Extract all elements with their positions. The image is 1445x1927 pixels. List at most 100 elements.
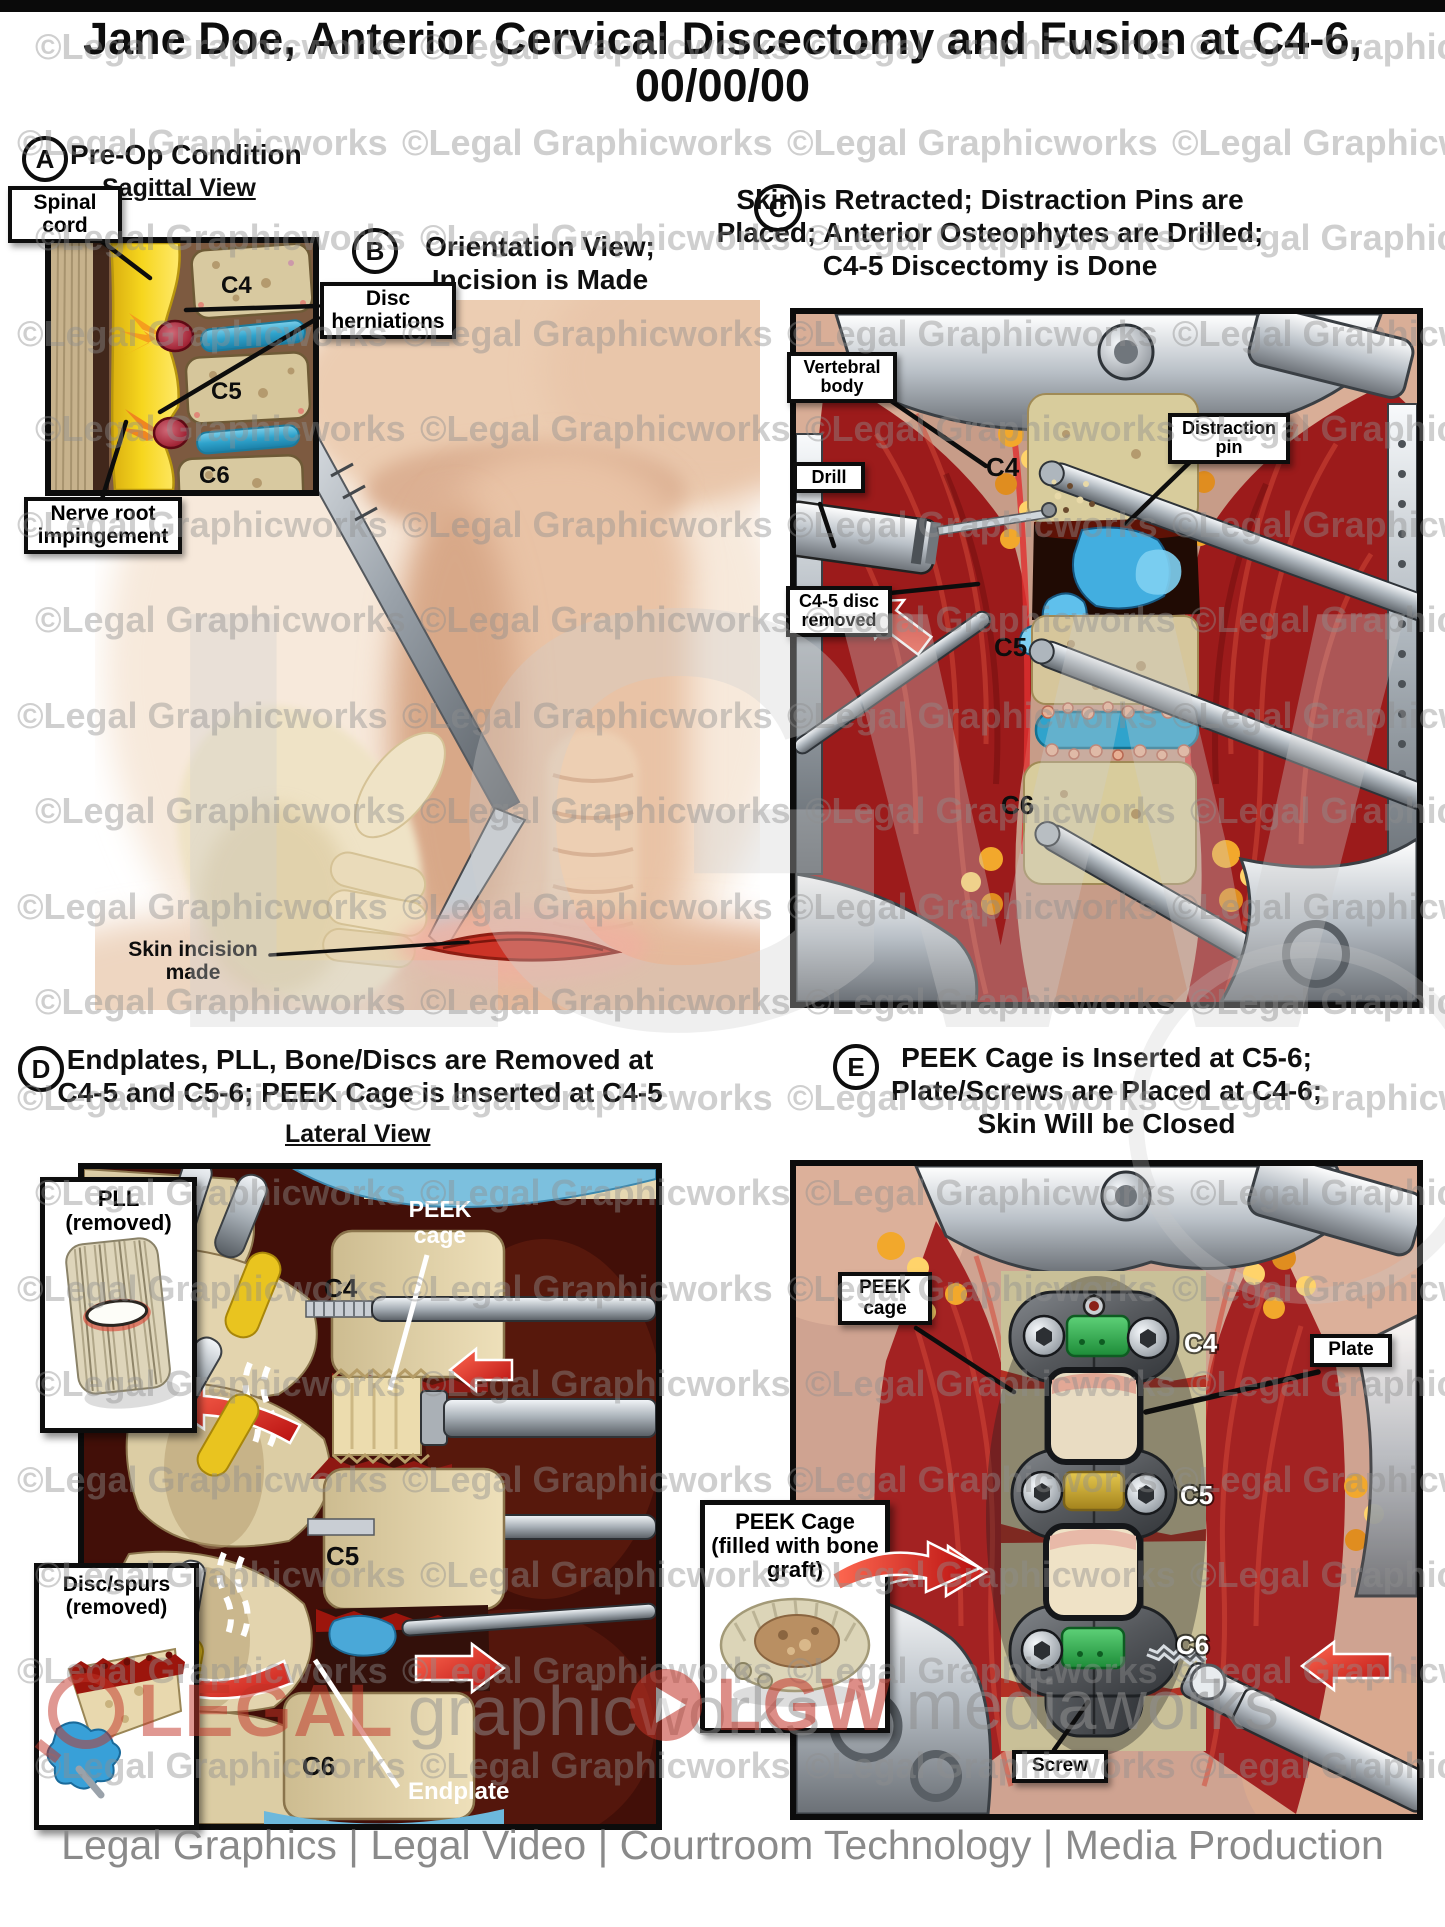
cage-marker-gold: [1062, 1470, 1126, 1512]
red-arrow-screw: [1299, 1639, 1392, 1693]
callout-nerve-root-impingement: Nerve root impingement: [24, 497, 182, 555]
page-title: Jane Doe, Anterior Cervical Discectomy a…: [0, 13, 1445, 111]
titanium-plate: [986, 1276, 1206, 1756]
panel-d-title-line1: Endplates, PLL, Bone/Discs are Removed a…: [66, 1044, 654, 1075]
panel-c-title: Skin is Retracted; Distraction Pins are …: [680, 184, 1300, 282]
callout-distraction-pin: Distraction pin: [1168, 413, 1290, 464]
panel-a-title: Pre-Op Condition: [70, 139, 302, 170]
footer-services-line: Legal Graphics | Legal Video | Courtroom…: [61, 1822, 1384, 1868]
panel-e-letter: E: [847, 1051, 865, 1082]
label-c4: C4: [986, 452, 1020, 482]
retractor-ring: [1282, 920, 1350, 988]
panel-c-letter: C: [768, 192, 788, 223]
peek-cage: [332, 1368, 430, 1464]
inset-peek-cage-filled: PEEK Cage (filled with bone graft): [700, 1500, 890, 1733]
peek-cage-leader: [387, 1254, 430, 1391]
dashed-pll-outline: [216, 1361, 278, 1641]
c6-vertebra: [177, 454, 305, 490]
pll-flap-art: [65, 1237, 181, 1410]
label-skin-incision-made: Skin incision made: [128, 938, 258, 985]
suction-tool: [796, 610, 991, 755]
callout-spinal-cord: Spinal cord: [8, 186, 122, 244]
c4-screw: [305, 1296, 656, 1322]
label-c4: C4: [1184, 1328, 1218, 1358]
retractor-blade-right: [1387, 403, 1417, 925]
callout-peek-cage: PEEK cage: [838, 1272, 932, 1326]
c4-5-cavity: [1018, 518, 1200, 657]
c5-6-herniation: [152, 416, 190, 450]
label-endplate: Endplate: [408, 1778, 509, 1805]
red-arrow-insert: [448, 1346, 514, 1394]
panel-b-title: Orientation View; Incision is Made: [400, 231, 680, 297]
callout-drill: Drill: [793, 462, 865, 494]
plate-screws: [1020, 1314, 1170, 1672]
panel-a-subtitle: Sagittal View: [102, 174, 256, 202]
c4-5-herniation: [155, 319, 195, 353]
inset-disc-spurs-removed: Disc/spurs (removed): [34, 1563, 199, 1830]
label-c5: C5: [994, 632, 1027, 662]
inset-pll-removed: PLL (removed): [40, 1177, 197, 1433]
label-c5: C5: [211, 378, 242, 405]
panel-b-letter: B: [365, 235, 385, 266]
label-c6: C6: [1001, 790, 1034, 820]
panel-a-letter: A: [35, 143, 55, 174]
callout-disc-removed: C4-5 disc removed: [786, 586, 892, 637]
retractor-bottom-left: [796, 872, 979, 1002]
red-arrow-right: [414, 1641, 507, 1695]
page-title-line2: 00/00/00: [634, 59, 811, 111]
panel-b-title-line1: Orientation View;: [425, 231, 655, 262]
label-c4: C4: [221, 272, 252, 299]
screwdriver: [1146, 1643, 1417, 1813]
panel-d-title-line2: C4-5 and C5-6; PEEK Cage is Inserted at …: [57, 1076, 663, 1108]
peek-cage-graft-art: [719, 1597, 871, 1707]
panel-c-title-line3: C4-5 Discectomy is Done: [822, 249, 1158, 281]
panel-e-title-line2: Plate/Screws are Placed at C4-6;: [890, 1074, 1323, 1106]
ligament-striations: [55, 243, 87, 490]
watermark-tile: ©Legal Graphicworks: [402, 121, 773, 163]
callout-plate: Plate: [1310, 1334, 1392, 1367]
bone-debris: [1051, 479, 1095, 513]
panel-e-title-line3: Skin Will be Closed: [977, 1107, 1236, 1139]
panel-e-title: PEEK Cage is Inserted at C5-6; Plate/Scr…: [790, 1042, 1423, 1140]
callout-disc-herniations: Disc herniations: [320, 282, 456, 340]
endplate-leader: [312, 1658, 401, 1789]
page-title-line1: Jane Doe, Anterior Cervical Discectomy a…: [83, 13, 1362, 64]
panel-b-badge: B: [352, 228, 398, 274]
panel-c-title-line2: Placed; Anterior Osteophytes are Drilled…: [716, 216, 1264, 248]
panel-d-title: Endplates, PLL, Bone/Discs are Removed a…: [40, 1044, 680, 1110]
top-black-bar: [0, 0, 1445, 12]
discectomy-art: C4 C5 C6: [796, 314, 1417, 1002]
panel-a-illustration: C4 C5 C6: [45, 237, 319, 496]
c3-4-disc: [291, 1169, 656, 1208]
panel-c-illustration: C4 C5 C6: [790, 308, 1423, 1008]
inset-disc-spurs-caption: Disc/spurs (removed): [62, 1573, 171, 1620]
panel-b-title-line2: Incision is Made: [431, 263, 649, 295]
panel-d-letter: D: [31, 1053, 51, 1084]
red-arrow-inset-to-plate: [830, 1539, 983, 1594]
retractor-blade-left: [796, 433, 823, 875]
label-c6: C6: [199, 462, 230, 489]
label-c6: C6: [302, 1751, 335, 1781]
c5-body: [322, 1467, 506, 1611]
inset-pll-caption: PLL (removed): [65, 1186, 172, 1236]
label-c6: C6: [1176, 1630, 1209, 1660]
disc-spurs-art: [46, 1648, 185, 1799]
panel-d-subtitle: Lateral View: [285, 1120, 431, 1148]
plate-windows: [1043, 1367, 1143, 1621]
c4-vertebra: [190, 243, 313, 320]
label-peek-cage-line2: cage: [414, 1222, 466, 1248]
callout-vertebral-body: Vertebral body: [787, 352, 897, 403]
c6-7-disc: [264, 1809, 504, 1824]
inset-peek-cage-caption: PEEK Cage (filled with bone graft): [711, 1509, 879, 1583]
panel-c-badge: C: [754, 184, 802, 232]
cage-marker-green-bottom: [1060, 1626, 1126, 1670]
panel-e-badge: E: [833, 1044, 879, 1090]
watermark-tile: ©Legal Graphicworks: [787, 121, 1158, 163]
label-c5: C5: [326, 1541, 359, 1571]
retractor-blade-right: [1354, 1314, 1417, 1598]
watermark-tile: ©Legal Graphicworks: [1172, 121, 1445, 163]
incision: [398, 910, 648, 982]
panel-a-badge: A: [22, 136, 68, 182]
label-peek-cage-line1: PEEK: [409, 1196, 472, 1222]
panel-e-title-line1: PEEK Cage is Inserted at C5-6;: [901, 1042, 1312, 1073]
